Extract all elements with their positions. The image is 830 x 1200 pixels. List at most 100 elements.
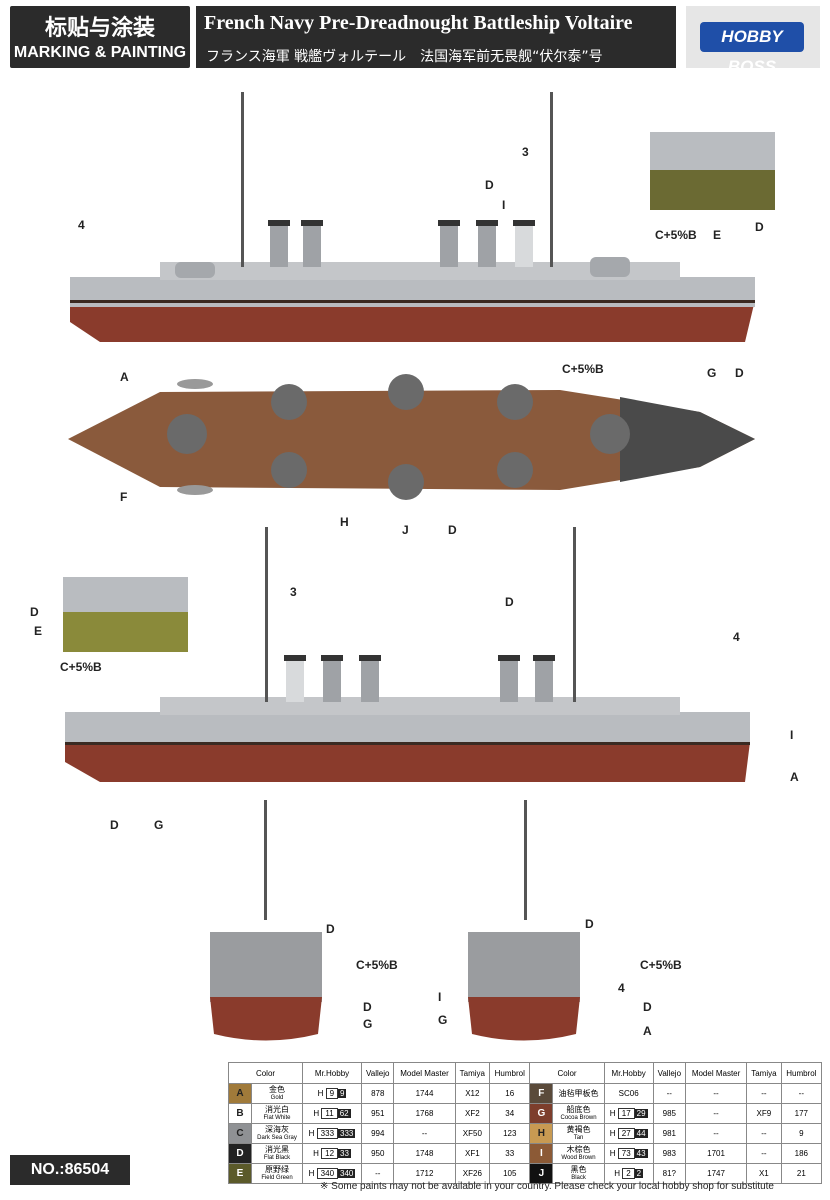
callout-label: D	[326, 922, 335, 936]
callout-label: D	[755, 220, 764, 234]
callout-label: D	[735, 366, 744, 380]
color-name: 油毡甲板色	[552, 1083, 605, 1104]
callout-label: D	[448, 523, 457, 537]
model-master-cell: 1747	[685, 1163, 748, 1184]
callout-label: D	[30, 605, 39, 619]
title-banner: French Navy Pre-Dreadnought Battleship V…	[196, 6, 676, 68]
vallejo-cell: 81?	[652, 1163, 687, 1184]
product-code: NO.:86504	[10, 1155, 130, 1185]
callout-label: C+5%B	[356, 958, 398, 972]
ship-bow-view	[210, 800, 322, 1041]
brand-logo: HOBBY BOSS	[700, 22, 804, 76]
callout-label: D	[363, 1000, 372, 1014]
tamiya-cell: X12	[454, 1083, 491, 1104]
title-en: MARKING & PAINTING	[13, 44, 187, 61]
col-header: Humbrol	[780, 1062, 823, 1084]
callout-label: I	[438, 990, 442, 1004]
color-swatch: A	[228, 1083, 252, 1104]
col-header: Color	[228, 1062, 303, 1084]
tamiya-cell: XF2	[454, 1103, 491, 1124]
callout-label: C+5%B	[640, 958, 682, 972]
ship-side-view-2	[65, 527, 750, 782]
model-master-cell: 1712	[393, 1163, 456, 1184]
humbrol-cell: 34	[489, 1103, 531, 1124]
humbrol-cell: --	[780, 1083, 823, 1104]
col-header: Model Master	[685, 1062, 748, 1084]
model-master-cell: 1768	[393, 1103, 456, 1124]
callout-label: G	[154, 818, 164, 832]
color-swatch: H	[529, 1123, 554, 1144]
callout-label: E	[34, 624, 43, 638]
model-master-cell: --	[685, 1103, 748, 1124]
callout-label: G	[707, 366, 717, 380]
humbrol-cell: 105	[489, 1163, 531, 1184]
model-master-cell: --	[685, 1123, 748, 1144]
color-swatch: C	[228, 1123, 252, 1144]
humbrol-cell: 186	[780, 1143, 823, 1164]
callout-label: I	[502, 198, 506, 212]
callout-label: A	[643, 1024, 652, 1038]
callout-label: A	[790, 770, 799, 784]
tamiya-cell: XF50	[454, 1123, 491, 1144]
humbrol-cell: 9	[780, 1123, 823, 1144]
col-header: Tamiya	[746, 1062, 782, 1084]
model-master-cell: 1744	[393, 1083, 456, 1104]
hull-detail-left	[63, 577, 188, 652]
model-master-cell: 1748	[393, 1143, 456, 1164]
color-swatch: B	[228, 1103, 252, 1124]
color-swatch: I	[529, 1143, 554, 1164]
header: 标贴与涂装 MARKING & PAINTING French Navy Pre…	[0, 0, 830, 76]
vallejo-cell: 951	[361, 1103, 395, 1124]
ship-illustrations	[63, 92, 775, 1041]
callout-label: D	[110, 818, 119, 832]
tamiya-cell: XF1	[454, 1143, 491, 1164]
callout-label: 4	[78, 218, 85, 232]
humbrol-cell: 177	[780, 1103, 823, 1124]
color-swatch: G	[529, 1103, 554, 1124]
vallejo-cell: 985	[652, 1103, 687, 1124]
product-subtitle: フランス海軍 戦艦ヴォルテール 法国海军前无畏舰“伏尔泰”号	[206, 49, 603, 65]
brand-area: HOBBY BOSS	[686, 6, 820, 76]
col-header: Model Master	[393, 1062, 456, 1084]
tamiya-cell: --	[746, 1123, 782, 1144]
callout-label: C+5%B	[655, 228, 697, 242]
callout-label: 3	[522, 145, 529, 159]
callout-label: G	[363, 1017, 373, 1031]
callout-label: I	[790, 728, 794, 742]
humbrol-cell: 123	[489, 1123, 531, 1144]
vallejo-cell: 994	[361, 1123, 395, 1144]
col-header: Tamiya	[454, 1062, 491, 1084]
color-swatch: F	[529, 1083, 554, 1104]
callout-label: A	[120, 370, 129, 384]
vallejo-cell: 950	[361, 1143, 395, 1164]
ship-top-view	[68, 374, 755, 500]
mrhobby-cell: SC06	[603, 1083, 654, 1104]
vallejo-cell: 983	[652, 1143, 687, 1164]
callout-label: D	[485, 178, 494, 192]
col-header: Mr.Hobby	[301, 1062, 363, 1084]
model-master-cell: --	[685, 1083, 748, 1104]
paint-reference-table: Color Mr.Hobby Vallejo Model Master Tami…	[228, 1062, 823, 1184]
model-master-cell: 1701	[685, 1143, 748, 1164]
footnote: ※ Some paints may not be available in yo…	[320, 1181, 774, 1192]
callout-label: C+5%B	[562, 362, 604, 376]
callout-label: G	[438, 1013, 448, 1027]
